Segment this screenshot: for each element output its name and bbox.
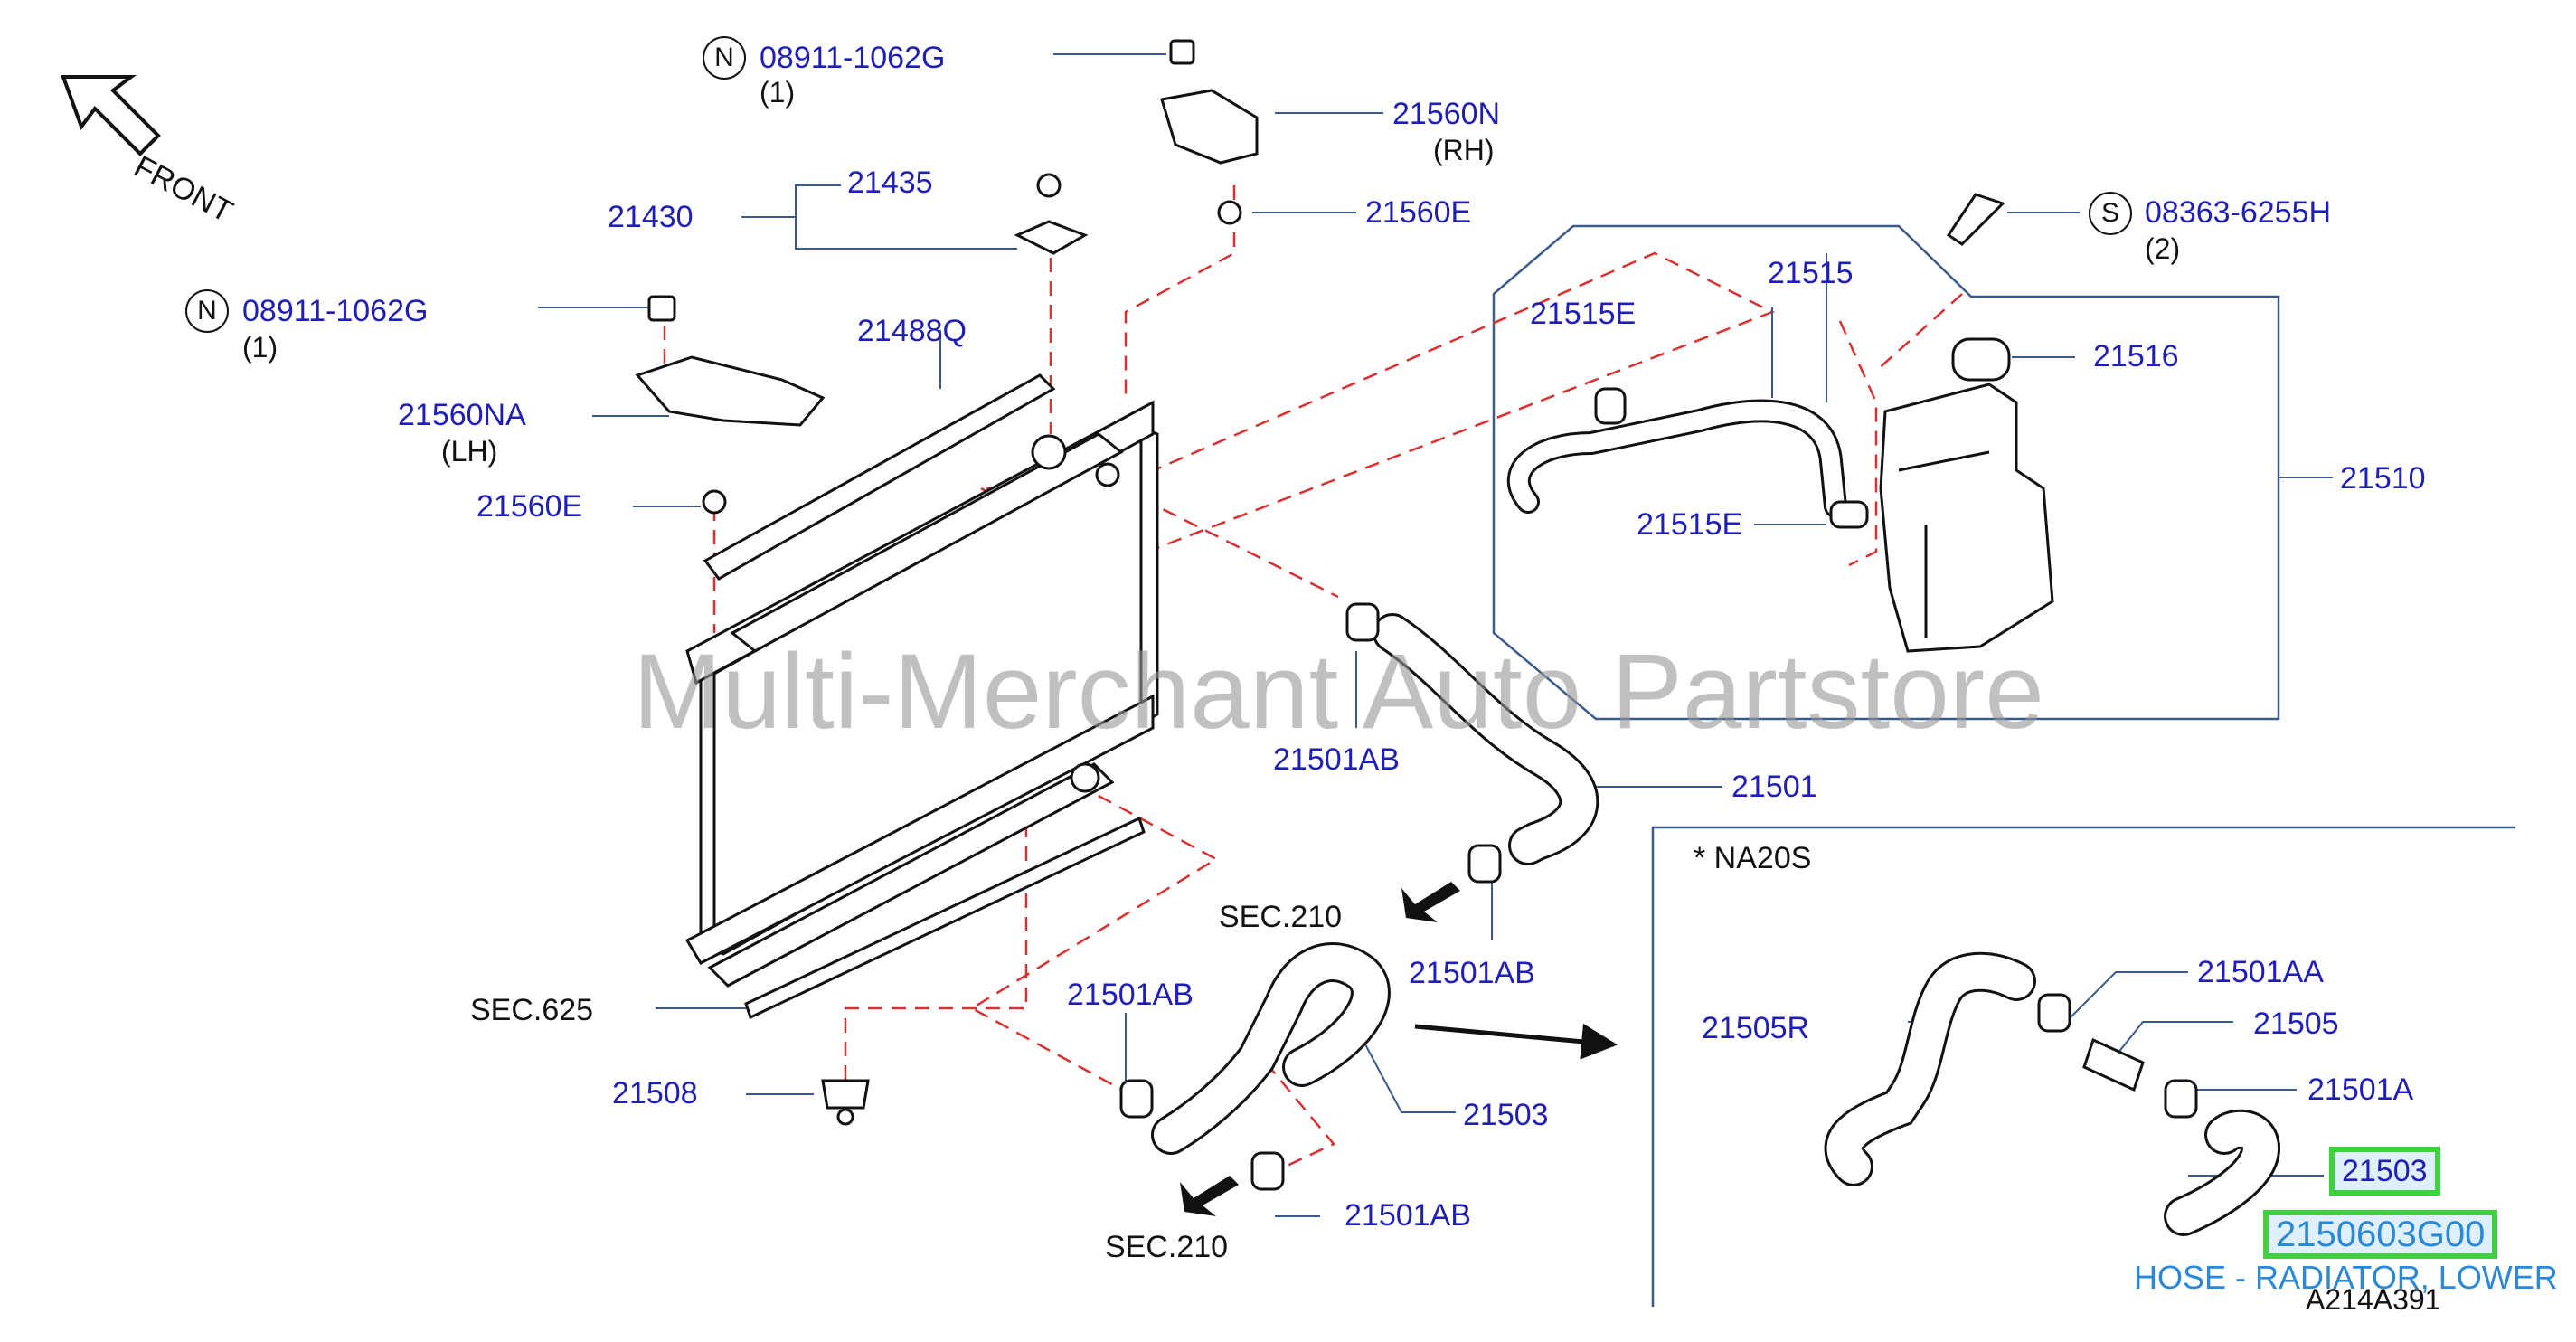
inset-fittings <box>2037 993 2198 1119</box>
part-08911-1062g-top[interactable]: 08911-1062G <box>760 41 946 75</box>
sec210-top[interactable]: SEC.210 <box>1219 900 1343 934</box>
part-21501ab-4[interactable]: 21501AB <box>1345 1198 1471 1233</box>
part-21503-highlight[interactable]: 21503 <box>2329 1147 2440 1196</box>
radiator-top-seal <box>703 373 1056 581</box>
mount-hardware <box>635 39 2011 1126</box>
part-21501[interactable]: 21501 <box>1731 770 1817 804</box>
sec625[interactable]: SEC.625 <box>470 993 594 1027</box>
part-21505r[interactable]: 21505R <box>1702 1011 1810 1045</box>
reservoir-kit-frame <box>1492 224 2280 721</box>
part-21560n[interactable]: 21560N <box>1392 97 1501 131</box>
sec210-top-arrow-icon <box>1401 882 1460 922</box>
part-description: HOSE - RADIATOR, LOWER <box>2134 1259 2558 1296</box>
diagram-code: A214A391 <box>2306 1283 2441 1316</box>
part-21488q[interactable]: 21488Q <box>857 314 967 348</box>
part-21501ab-3[interactable]: 21501AB <box>1067 978 1194 1012</box>
leader-lines <box>538 53 2333 1217</box>
front-arrow-icon <box>61 75 161 156</box>
part-21501a[interactable]: 21501A <box>2307 1073 2414 1107</box>
nut-symbol-n-left: N <box>185 289 229 333</box>
radiator-core <box>684 400 1159 988</box>
part-21503[interactable]: 21503 <box>1463 1098 1549 1132</box>
part-number-highlight[interactable]: 2150603G00 <box>2263 1210 2498 1259</box>
part-21515[interactable]: 21515 <box>1768 256 1854 290</box>
part-21508[interactable]: 21508 <box>612 1076 698 1110</box>
sec210-bottom[interactable]: SEC.210 <box>1105 1230 1229 1264</box>
part-21435[interactable]: 21435 <box>847 165 933 200</box>
part-21560na[interactable]: 21560NA <box>398 398 526 432</box>
part-21560e-left[interactable]: 21560E <box>477 489 583 524</box>
watermark: Multi-Merchant Auto Partstore <box>633 632 2044 751</box>
side-lh: (LH) <box>441 435 498 468</box>
radiator-lower-seal <box>744 816 1146 1020</box>
sec210-bottom-arrow-icon <box>1180 1176 1239 1216</box>
qty-08911-top: (1) <box>760 76 796 109</box>
part-08363-6255h[interactable]: 08363-6255H <box>2145 195 2332 230</box>
part-08911-1062g-left[interactable]: 08911-1062G <box>242 294 429 328</box>
part-21560e-top[interactable]: 21560E <box>1365 195 1472 230</box>
part-21516[interactable]: 21516 <box>2093 339 2179 373</box>
reservoir-tank <box>1879 383 2054 653</box>
part-21501ab-2[interactable]: 21501AB <box>1409 956 1535 990</box>
qty-08911-left: (1) <box>242 331 278 364</box>
part-21510[interactable]: 21510 <box>2340 461 2426 496</box>
inset-pointer-arrow <box>1414 1023 1618 1060</box>
part-21515e-top[interactable]: 21515E <box>1530 297 1637 331</box>
side-rh: (RH) <box>1433 134 1495 166</box>
part-21501ab-1[interactable]: 21501AB <box>1273 742 1400 777</box>
part-21505[interactable]: 21505 <box>2253 1007 2339 1041</box>
part-21430[interactable]: 21430 <box>608 200 694 234</box>
nut-symbol-n: N <box>703 36 746 80</box>
part-21515e-bottom[interactable]: 21515E <box>1637 507 1743 542</box>
screw-symbol-s: S <box>2089 192 2132 235</box>
part-21501aa[interactable]: 21501AA <box>2197 955 2324 989</box>
inset-frame <box>1651 826 2515 1307</box>
qty-08363: (2) <box>2145 232 2181 265</box>
inset-title: * NA20S <box>1694 841 1812 875</box>
hose-clamps <box>1119 387 1869 1191</box>
